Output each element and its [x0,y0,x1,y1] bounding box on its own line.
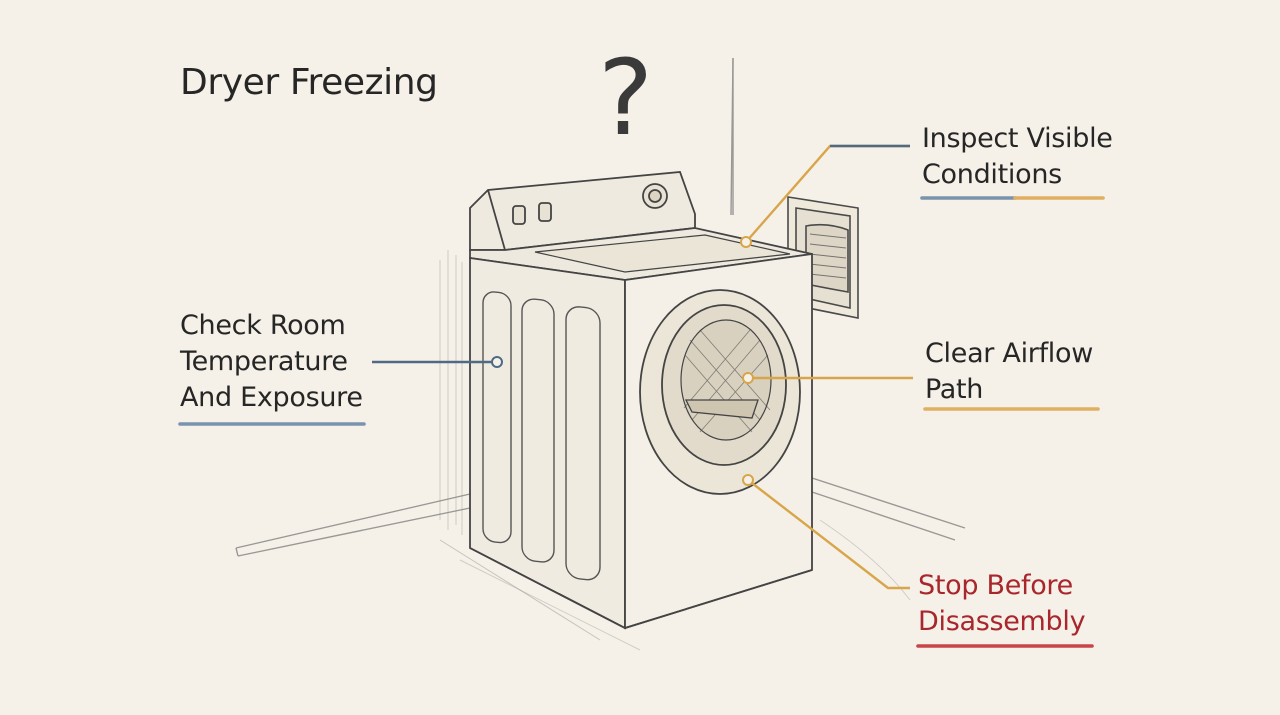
callout-airflow: Clear Airflow Path [925,336,1093,408]
leader-dots [491,236,754,486]
side-panels [482,291,601,581]
callout-room-line-3: And Exposure [180,382,363,413]
dryer-door [639,289,801,495]
callout-room-line-2: Temperature [180,346,348,377]
callout-inspect-line-1: Inspect Visible [922,123,1113,154]
callout-room-line-1: Check Room [180,310,346,341]
page-title: Dryer Freezing [180,62,438,103]
shading-hatch [439,250,463,535]
callout-inspect: Inspect Visible Conditions [922,121,1113,193]
callout-airflow-line-2: Path [925,374,984,405]
callout-stop-line-1: Stop Before [918,570,1073,601]
underlines [178,196,1105,648]
leader-lines [372,144,913,590]
callout-stop-line-2: Disassembly [918,606,1086,637]
question-mark: ? [598,37,654,159]
callout-stop: Stop Before Disassembly [918,568,1086,640]
room-sketch [235,57,966,651]
callout-airflow-line-1: Clear Airflow [925,338,1093,369]
callout-inspect-line-2: Conditions [922,159,1062,190]
callout-room: Check Room Temperature And Exposure [180,308,363,416]
